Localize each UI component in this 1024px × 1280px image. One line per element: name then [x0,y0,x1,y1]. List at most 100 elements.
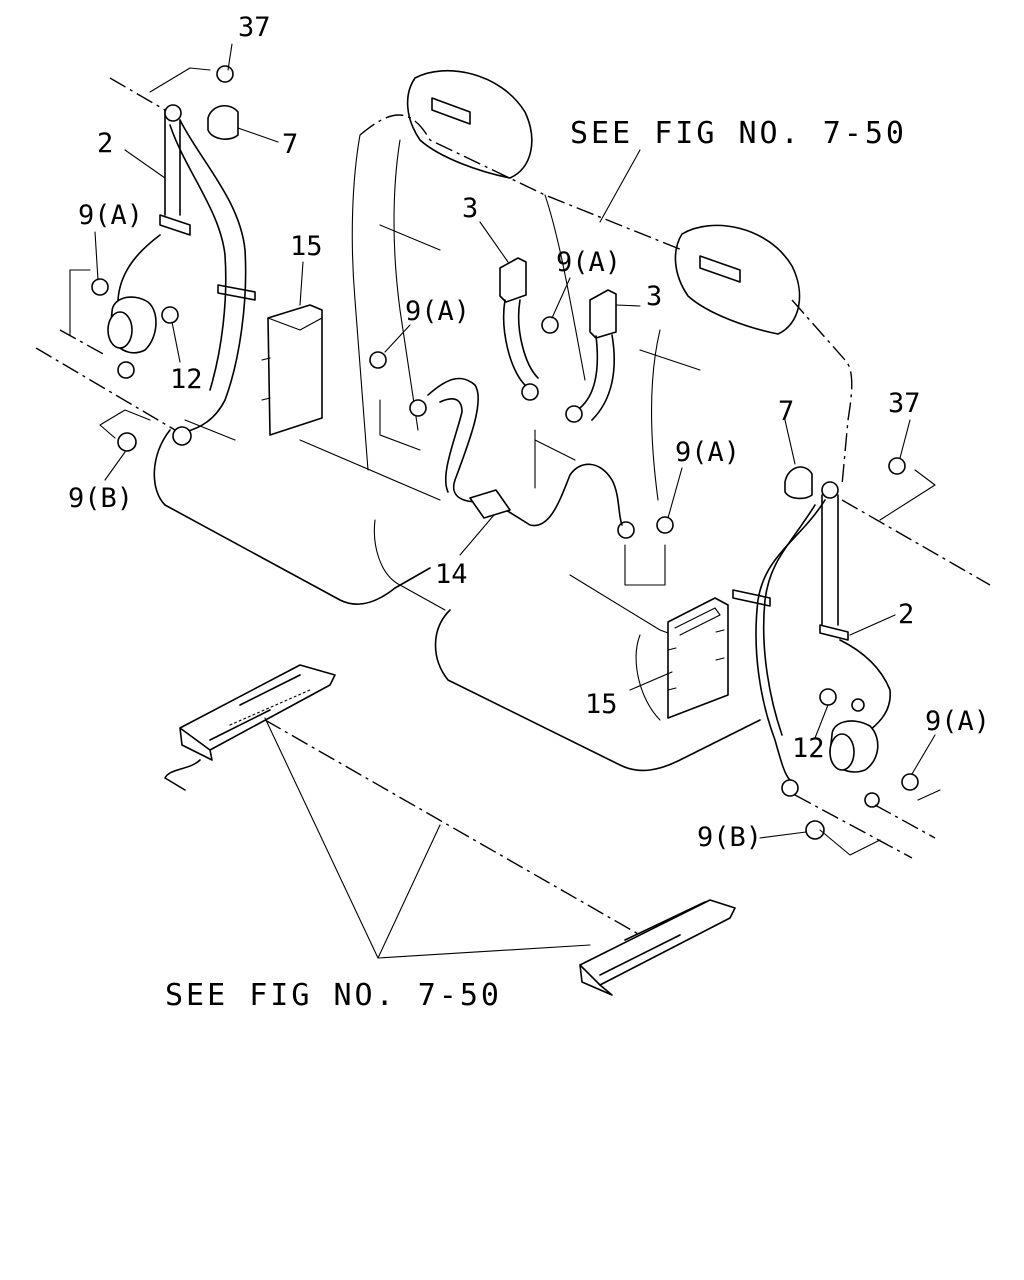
right-lower-anchor [781,779,799,797]
left-clip-37 [216,65,234,83]
left-seat-rail-side [179,727,213,761]
right-bolt-frames [819,789,941,856]
right-bolt-9b [805,820,825,840]
seat-back-left-edge [351,134,369,471]
leader-37-left [227,43,233,71]
leader-9a-right-center [667,467,683,519]
left-buckle-strap [502,299,539,386]
callout-2-left: 2 [97,128,113,159]
reference-note-bottom: SEE FIG NO. 7-50 [165,978,502,1013]
left-seat-cushion [153,429,431,605]
right-belt-bracket [732,589,771,607]
leader-12-right [814,704,829,739]
callout-3-right: 3 [646,281,662,312]
right-clip-37 [888,457,906,475]
right-buckle-3 [589,289,617,339]
right-seat-rail-top [579,899,736,986]
leader-ref-bottom [264,717,591,959]
callout-3-left: 3 [462,193,478,224]
right-buckle-anchor [565,405,583,423]
seat-back-inner-left [393,139,419,431]
left-9b-frame [99,409,151,439]
leader-15-left [299,261,304,306]
right-trim-fold [674,607,721,636]
left-trim-tabs [261,357,271,401]
right-anchor-centerline [841,499,991,586]
seat-rails [164,664,736,996]
right-retractor-belt [839,639,891,731]
center-lap-belt-edge [439,398,463,493]
right-bolt-9a [901,773,919,791]
lap-anchor-left [409,399,427,417]
leader-15-right [629,671,673,691]
right-seat-rail-detail [599,901,706,976]
left-seat-rail-teeth [229,689,311,726]
leader-9a-center [551,277,571,319]
left-buckle-anchor [521,383,539,401]
left-lower-centerline [35,347,176,431]
left-buckle-3 [499,257,527,303]
right-seat-cushion [434,609,761,772]
left-center-bolt-9a [369,351,387,369]
leader-2-left [124,149,166,179]
callout-14: 14 [435,559,468,590]
right-seat-rail-side [579,964,613,996]
right-trim-15 [667,597,729,719]
left-lower-bracket-bolt [117,361,135,379]
right-retractor-bolt-12 [819,688,837,706]
leader-2-right [849,614,896,636]
leader-3-left [479,221,509,263]
labels: SEE FIG NO. 7-50 SEE FIG NO. 7-50 37 37 … [68,12,990,1013]
callout-37-right: 37 [888,388,921,419]
seat-back-top-edge [359,114,853,486]
callout-12-right: 12 [792,733,825,764]
right-cover-7 [784,466,813,500]
left-seat-rail-top [179,664,336,751]
left-upper-belt-web [164,109,181,216]
leader-9a-right [911,734,936,775]
seat-back-center-seam [544,194,586,381]
lap-anchor-right [617,521,635,539]
callout-37-left: 37 [238,12,271,43]
right-upper-belt-web [821,494,839,626]
left-bolt-frame [69,269,91,336]
leader-lines [94,43,936,959]
right-lower-bracket-bolt [864,792,880,808]
seat-back-inner-right [650,329,661,501]
left-anchor-centerline [109,77,166,111]
leader-14 [459,514,495,556]
callout-9b-right: 9(B) [697,822,762,853]
right-upper-anchor-bolt [821,481,839,499]
callout-12-left: 12 [170,364,203,395]
left-seat-rail-lever [164,759,201,791]
leader-9a-left [94,231,99,281]
callout-9b-left: 9(B) [68,483,133,514]
center-belt-buckle [469,489,511,519]
leader-ref-top [599,149,641,223]
right-lower-centerline [794,794,913,859]
left-lower-anchor [172,426,192,446]
right-trim-panel [667,597,729,719]
center-bolt-frames [379,399,666,586]
left-headrest-slot [431,97,471,125]
right-headrest-slot [699,255,741,283]
leader-9a-left-center [384,324,411,353]
callout-7-right: 7 [778,396,794,427]
callout-15-right: 15 [585,689,618,720]
left-belt-web-inner [169,124,227,391]
left-bracket-centerline [59,329,106,356]
left-webbing-guide [159,214,191,236]
right-37-leader-frame [879,469,936,521]
leader-9b-left [104,451,126,481]
left-belt-bracket [217,284,256,301]
left-retractor-belt [117,234,161,301]
right-retractor-assembly [732,457,991,859]
left-retractor-assembly [35,65,256,452]
left-trim-fold [267,317,323,331]
left-seat-rail-detail [209,674,301,741]
callout-15-left: 15 [290,231,323,262]
left-cushion-front-edge [184,419,441,501]
left-retractor-spool [107,311,133,349]
